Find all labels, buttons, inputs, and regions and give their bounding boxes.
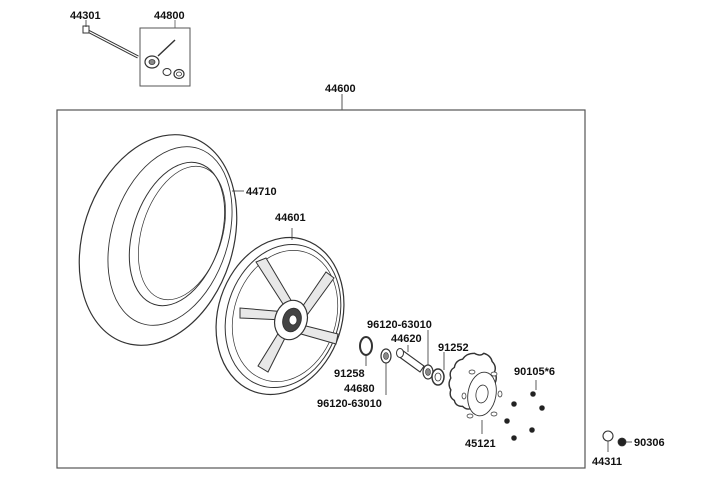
seal-right[interactable] <box>422 330 434 380</box>
label-44620: 44620 <box>391 333 422 345</box>
assembly-frame <box>56 94 586 469</box>
label-91258: 91258 <box>334 368 365 380</box>
label-44600: 44600 <box>325 83 356 95</box>
label-44710: 44710 <box>246 186 277 198</box>
seal-left[interactable] <box>380 348 392 395</box>
rim[interactable] <box>196 221 363 411</box>
axle-cap[interactable] <box>602 430 614 452</box>
label-96120-63010-top: 96120-63010 <box>367 319 432 331</box>
tire[interactable] <box>53 114 262 366</box>
bearing-right[interactable] <box>431 352 445 386</box>
axle-nut[interactable] <box>617 437 632 447</box>
disc-bolts[interactable] <box>504 380 545 441</box>
brake-disc[interactable] <box>448 352 503 434</box>
disc-holes <box>461 369 503 419</box>
label-44301: 44301 <box>70 10 101 22</box>
label-44800: 44800 <box>154 10 185 22</box>
speedo-kit[interactable] <box>139 20 191 87</box>
label-44601: 44601 <box>275 212 306 224</box>
collar[interactable] <box>396 345 425 373</box>
label-45121: 45121 <box>465 438 496 450</box>
label-96120-63010-bottom: 96120-63010 <box>317 398 382 410</box>
oring[interactable] <box>359 336 373 366</box>
label-90105: 90105*6 <box>514 366 555 378</box>
axle[interactable] <box>82 20 139 59</box>
label-44311: 44311 <box>592 456 622 468</box>
label-90306: 90306 <box>634 437 665 449</box>
label-44680: 44680 <box>344 383 375 395</box>
label-91252: 91252 <box>438 342 469 354</box>
